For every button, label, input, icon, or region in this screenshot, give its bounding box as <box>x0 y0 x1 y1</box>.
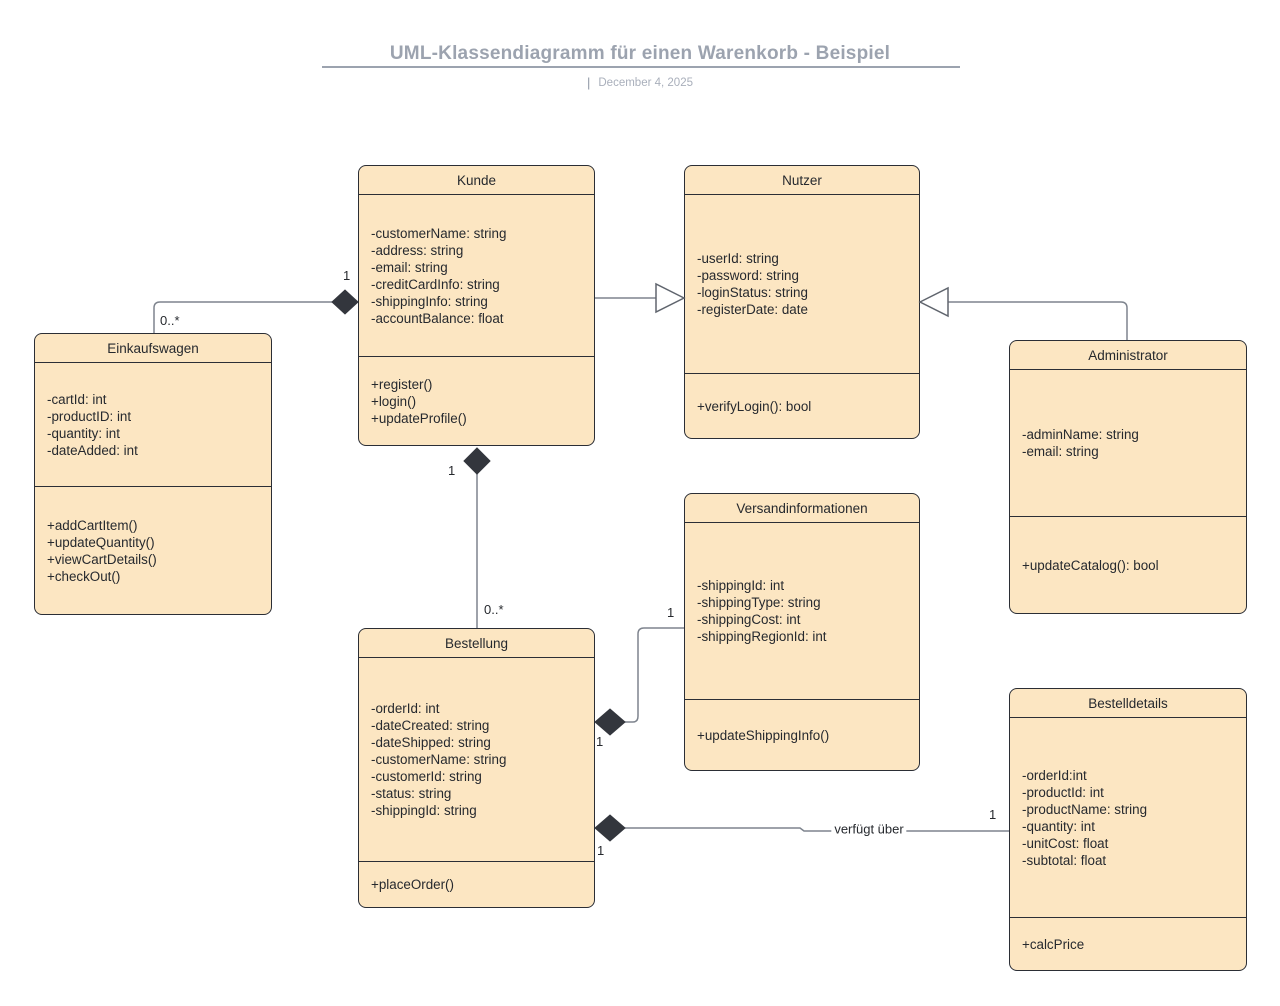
member-line: -unitCost: float <box>1022 835 1109 851</box>
class-methods: +verifyLogin(): bool <box>685 374 919 438</box>
member-line: +viewCartDetails() <box>47 551 157 567</box>
member-line: -email: string <box>1022 444 1099 459</box>
class-title: Versandinformationen <box>685 494 919 523</box>
member-line: -dateCreated: string <box>371 718 490 733</box>
member-line: +login() <box>371 393 417 409</box>
class-attributes: -adminName: string -email: string <box>1010 370 1246 517</box>
multiplicity-label: 0..* <box>484 602 504 617</box>
class-attributes: -userId: string -password: string -loginSt… <box>685 195 919 374</box>
member-line: -shippingId: int <box>697 578 785 593</box>
member-line: +checkOut() <box>47 568 121 584</box>
member-line: +updateCatalog(): bool <box>1022 557 1159 573</box>
member-line: +addCartItem() <box>47 517 138 533</box>
member-line: +register() <box>371 376 433 392</box>
class-attributes: -customerName: string-address: string-em… <box>359 195 594 357</box>
member-line: +updateShippingInfo() <box>697 727 830 743</box>
member-line: -shippingCost: int <box>697 612 801 627</box>
class-title: Administrator <box>1010 341 1246 370</box>
member-line: -userId: string <box>697 251 779 266</box>
multiplicity-label: 1 <box>343 268 351 283</box>
member-line: -customerId: string <box>371 769 482 784</box>
class-methods: +placeOrder() <box>359 862 594 907</box>
member-line: -adminName: string <box>1022 427 1139 442</box>
multiplicity-label: 1 <box>597 843 605 858</box>
member-line: -address: string <box>371 242 464 258</box>
class-title: Einkaufswagen <box>35 334 271 363</box>
class-methods: +updateShippingInfo() <box>685 700 919 770</box>
member-line: -subtotal: float <box>1022 852 1107 868</box>
class-kunde[interactable]: Kunde -customerName: string-address: str… <box>358 165 595 446</box>
multiplicity-label: 1 <box>448 463 456 478</box>
member-line: -productID: int <box>47 408 132 424</box>
member-line: -email: string <box>371 259 448 275</box>
member-line: -creditCardInfo: string <box>371 276 500 292</box>
generalization-arrow-icon <box>918 286 949 318</box>
page-title: UML-Klassendiagramm für einen Warenkorb … <box>389 43 891 64</box>
member-line: -customerName: string <box>371 752 507 767</box>
member-line: -shippingRegionId: int <box>697 629 827 644</box>
composition-link-bestellung-bestelldetails <box>625 827 1009 832</box>
date-divider: | <box>586 75 591 90</box>
multiplicity-label: 1 <box>989 807 997 822</box>
multiplicity-label: 1 <box>596 734 604 749</box>
member-line: -password: string <box>697 268 799 283</box>
association-name-label: verfügt über <box>831 821 907 837</box>
member-line: -shippingInfo: string <box>371 293 488 309</box>
class-title: Nutzer <box>685 166 919 195</box>
class-administrator[interactable]: Administrator -adminName: string -email: … <box>1009 340 1247 614</box>
member-line: -accountBalance: float <box>371 310 504 326</box>
member-line: -customerName: string <box>371 225 507 241</box>
member-line: -orderId:int <box>1022 767 1087 783</box>
class-versandinformationen[interactable]: Versandinformationen -shippingId: int-sh… <box>684 493 920 771</box>
member-line: +calcPrice <box>1022 936 1085 952</box>
member-line: +updateProfile() <box>371 410 467 426</box>
member-line: +verifyLogin(): bool <box>697 398 812 414</box>
composition-link-kunde-einkaufswagen <box>153 301 332 333</box>
class-methods: +updateCatalog(): bool <box>1010 517 1246 613</box>
class-title: Bestelldetails <box>1010 689 1246 718</box>
class-methods: +calcPrice <box>1010 918 1246 970</box>
member-line: -productName: string <box>1022 801 1148 817</box>
class-methods: +addCartItem()+updateQuantity()+viewCart… <box>35 487 271 614</box>
class-title: Kunde <box>359 166 594 195</box>
member-line: -dateAdded: int <box>47 442 138 458</box>
date-row: | December 4, 2025 <box>0 75 1280 91</box>
class-einkaufswagen[interactable]: Einkaufswagen -cartId: int-productID: in… <box>34 333 272 615</box>
composition-diamond-icon <box>463 447 491 475</box>
member-line: -shippingType: string <box>697 595 821 610</box>
class-title: Bestellung <box>359 629 594 658</box>
composition-diamond-icon <box>594 814 626 842</box>
member-line: -shippingId: string <box>371 803 477 818</box>
class-methods: +register()+login()+updateProfile() <box>359 357 594 445</box>
multiplicity-label: 0..* <box>160 313 180 328</box>
member-line: -loginStatus: string <box>697 285 808 300</box>
title-underline <box>322 66 960 68</box>
member-line: -quantity: int <box>47 425 120 441</box>
member-line: -orderId: int <box>371 701 440 716</box>
class-attributes: -orderId:int-productId: int-productName:… <box>1010 718 1246 918</box>
composition-link-bestellung-versandinformationen <box>625 627 684 723</box>
class-bestelldetails[interactable]: Bestelldetails -orderId:int-productId: i… <box>1009 688 1247 971</box>
generalization-link-administrator-nutzer <box>948 301 1128 340</box>
member-line: -cartId: int <box>47 391 107 407</box>
member-line: -registerDate: date <box>697 302 808 317</box>
class-attributes: -orderId: int -dateCreated: string -dateSh… <box>359 658 594 862</box>
member-line: +updateQuantity() <box>47 534 155 550</box>
composition-diamond-icon <box>331 289 359 315</box>
composition-diamond-icon <box>594 708 626 736</box>
member-line: -productId: int <box>1022 784 1104 800</box>
member-line: -dateShipped: string <box>371 735 491 750</box>
date-label: December 4, 2025 <box>598 77 693 89</box>
class-attributes: -shippingId: int -shippingType: string -sh… <box>685 523 919 700</box>
member-line: -quantity: int <box>1022 818 1095 834</box>
class-attributes: -cartId: int-productID: int-quantity: in… <box>35 363 271 487</box>
generalization-arrow-icon <box>655 282 686 314</box>
member-line: +placeOrder() <box>371 877 454 892</box>
member-line: -status: string <box>371 786 452 801</box>
class-bestellung[interactable]: Bestellung -orderId: int -dateCreated: st… <box>358 628 595 908</box>
multiplicity-label: 1 <box>667 605 675 620</box>
class-nutzer[interactable]: Nutzer -userId: string-password: string-… <box>684 165 920 439</box>
